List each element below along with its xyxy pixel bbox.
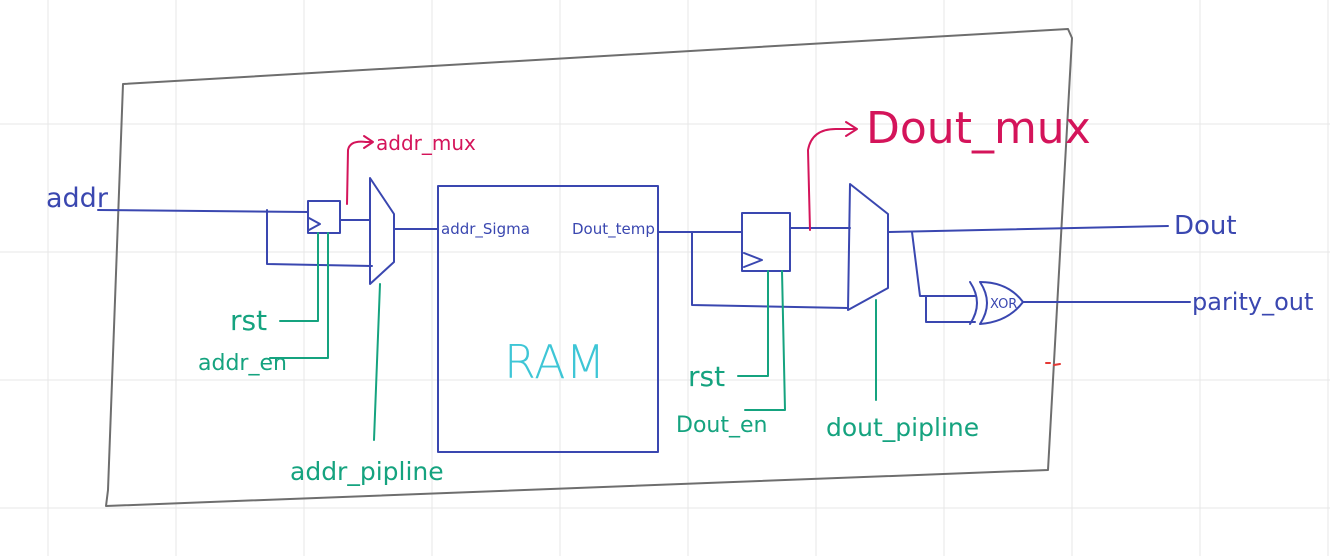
addr-register xyxy=(307,200,341,234)
dout-bypass-wire xyxy=(691,231,849,309)
control-wires xyxy=(269,232,877,441)
xor-gate xyxy=(969,281,1024,325)
ram-addr-port-label: addr_Sigma xyxy=(441,220,530,239)
system-boundary xyxy=(105,28,1073,507)
dout-register xyxy=(741,212,791,272)
addr-mux-label: addr_mux xyxy=(376,131,476,155)
dout-en-label: Dout_en xyxy=(676,413,767,438)
dout-mux-arrowhead xyxy=(845,121,858,137)
addr-input-label: addr xyxy=(46,183,109,214)
addr-input-wire xyxy=(97,209,309,213)
dout-rst-label: rst xyxy=(688,360,725,393)
dout-pipline-label: dout_pipline xyxy=(826,413,979,442)
ram-block xyxy=(437,185,659,453)
addr-pipline-label: addr_pipline xyxy=(290,457,444,486)
datapath-wires xyxy=(97,209,1191,323)
addr-bypass-wire xyxy=(266,209,373,267)
parity-tap-wire-2 xyxy=(925,295,976,323)
addr-en-label: addr_en xyxy=(198,351,287,376)
dout-mux-label: Dout_mux xyxy=(866,103,1091,154)
addr-rst-wire xyxy=(279,232,319,322)
dout-output-label: Dout xyxy=(1174,211,1237,241)
dout-en-wire xyxy=(744,270,786,411)
addr-en-wire xyxy=(269,232,329,359)
ram-label: RAM xyxy=(504,335,605,389)
addr-mux-arrowhead xyxy=(363,135,374,149)
dout-mux-pointer xyxy=(807,127,857,231)
addr-mux-pointer xyxy=(346,140,373,205)
xor-label: XOR xyxy=(990,297,1017,312)
dout-mux xyxy=(847,183,889,311)
mux-pointers xyxy=(346,121,858,231)
addr-rst-label: rst xyxy=(230,304,267,337)
stray-mark xyxy=(1045,362,1061,366)
dout-rst-wire xyxy=(737,270,769,377)
addr-pipline-wire xyxy=(373,283,381,441)
addr-mux xyxy=(369,177,395,285)
parity-tap-wire xyxy=(911,231,976,297)
ram-data-port-label: Dout_temp xyxy=(572,220,655,239)
dout-output-wire xyxy=(887,225,1169,233)
parity-output-label: parity_out xyxy=(1192,288,1313,316)
